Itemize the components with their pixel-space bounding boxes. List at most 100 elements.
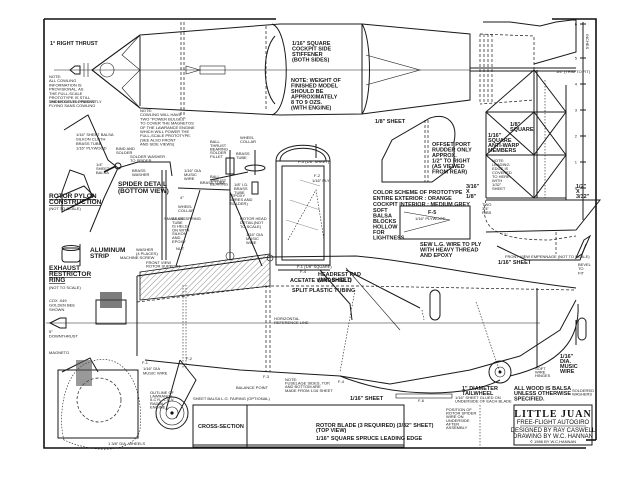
rotor-pylon-detail	[55, 114, 173, 233]
f5-plywood-part	[399, 205, 471, 240]
glued-note-line: UNDERSIDE OF EACH BLADE	[455, 399, 512, 404]
propeller-spinner-side	[48, 317, 67, 329]
anti-warp-line: ANTI-WARP	[488, 143, 519, 149]
all-wood-line: SPECIFIED.	[514, 396, 545, 402]
machine-screw-label: MACHINE SCREW	[120, 255, 155, 260]
tailwheel-line: 1" DIAMETER	[462, 386, 498, 392]
pylon-music-wire-line: 1/16" DIA	[184, 168, 201, 173]
soft-wire-line: SOFT	[535, 366, 546, 371]
rudder-offset-line: FROM REAR)	[432, 170, 467, 176]
brass-tube2-label: BRASS TUBE	[200, 180, 226, 185]
f6-part	[395, 393, 453, 399]
spider-position-line: WIRE ON	[446, 414, 464, 419]
covered-note-line: WITH	[492, 178, 502, 183]
right-thrust-label: 1° RIGHT THRUST	[50, 41, 98, 47]
horizontal-ref-line: HORIZONTAL	[274, 316, 300, 321]
f3-label: F-3 (1/8" SHEET)	[298, 159, 330, 164]
epoxy-line: WIRES AND	[230, 197, 253, 202]
headrest-line: HEADREST PAD	[318, 272, 361, 278]
designer-credit: DESIGNED BY RAY CASWELL	[511, 428, 596, 434]
rudder-offset-line: APPROX.	[432, 153, 457, 159]
rotor-music-wire-line: 1/16" DIA	[246, 232, 263, 237]
solder-washer-line: SOLDER WASHER	[130, 154, 165, 159]
cockpit-stiffener-line: 1/16" SQUARE	[292, 41, 331, 47]
lawrance-outline-line: RADIAL	[150, 401, 165, 406]
cowl-bulges-line: TO COVER THE MAGNETOS	[140, 121, 194, 126]
soft-balsa-line: FOR	[373, 230, 385, 236]
side-music-wire-line: MUSIC WIRE	[143, 371, 168, 376]
weight-note-line: FINISHED MODEL	[291, 84, 339, 90]
rudder-offset-line: OFFSET PORT	[432, 142, 471, 148]
scale-tick-label: 6	[575, 22, 578, 27]
covered-note-line: COVERED	[492, 170, 512, 175]
bevel-line: FIT	[578, 270, 585, 275]
rudder-square-line: SQUARE	[510, 127, 534, 133]
wheel-collar-line: COLLAR	[240, 139, 256, 144]
brass-tube-line: TUBE	[236, 155, 247, 160]
solder-washer-line: TO SPIDER	[130, 158, 152, 163]
brass-held-line: BRASS	[172, 216, 186, 221]
weight-note-line: NOTE: WEIGHT OF	[291, 78, 341, 84]
scale-tick-label: 0	[575, 186, 578, 191]
brass-held-line: AND	[172, 235, 181, 240]
pylon-item-line: 1/16" PLYWOOD	[76, 146, 107, 151]
plan-title: LITTLE JUAN	[514, 409, 591, 420]
id-brass-line: 1/8" I.D.	[234, 182, 248, 187]
cowl-note-line: UNDER DEVELOPMENT	[49, 99, 95, 104]
scale-tick-label: 5	[575, 56, 578, 61]
tail-wire-line: MUSIC	[560, 364, 578, 370]
rotor-music-wire-line: MUSIC	[246, 236, 259, 241]
tail-structure	[484, 69, 602, 261]
dim-2-label: 2"	[504, 232, 508, 237]
rotor-head-title-line: TO SCALE)	[240, 224, 262, 229]
bevel-line: TO	[578, 266, 583, 271]
wheel-collar2-line: COLLAR	[178, 208, 194, 213]
exhaust-title-line: RESTRICTOR	[49, 271, 91, 278]
anti-warp-line: 1/16"	[488, 133, 502, 139]
fuselage-note-line: FUSELAGE SIDES, TOP,	[285, 381, 330, 386]
id-brass-line: BRASS	[234, 186, 248, 191]
pylon-item-line: 1/16" SHEET BALSA	[76, 132, 114, 137]
trim-note: 1/4" (TRIM TO FIT)	[556, 69, 591, 74]
covered-note-line: LEADING	[492, 162, 510, 167]
pylon-balsa-line: SHEET	[96, 166, 110, 171]
balance-point-label: BALANCE POINT	[236, 385, 269, 390]
brass-held-line: IS HELD	[172, 224, 188, 229]
rotor-blade-label: ROTOR BLADE (3 REQUIRED) (3/32" SHEET)	[316, 423, 434, 429]
rudder-offset-line: RUDDER ONLY	[432, 148, 472, 154]
empennage-label: FRONT VIEW EMPENNAGE (NOT TO SCALE)	[505, 254, 590, 259]
spider-position-line: AFTER	[446, 421, 459, 426]
soft-balsa-line: SOFT	[373, 208, 388, 214]
weight-note-line: SHOULD BE	[291, 89, 324, 95]
side-f2-label: F-2	[186, 356, 193, 361]
rotor-blade-top-view: (TOP VIEW)	[316, 428, 347, 434]
exhaust-not-to-scale: (NOT TO SCALE)	[49, 285, 81, 290]
cowl-bulges-line: TWO "POWER BULGES"	[140, 116, 186, 121]
cowl-note-line: THE FULL-SCALE	[49, 91, 83, 96]
lawrance-outline-line: 5-CYL. L.C.V.	[150, 397, 174, 402]
spider-position-line: POSITION OF	[446, 407, 472, 412]
scale-tick-label: 3	[575, 108, 578, 113]
brass-held-line: SILKON	[172, 231, 187, 236]
cowl-bulges-line: WHICH WILL POWER THE	[140, 129, 189, 134]
rudder-offset-line: (AS VIEWED	[432, 164, 465, 170]
spider-detail-title: SPIDER DETAIL	[118, 181, 167, 188]
dim-right-line: 3/32"	[576, 194, 590, 200]
brass-tube-line: BRASS	[236, 151, 250, 156]
rotor-wheel-side	[429, 289, 441, 321]
rotor-head-title-line: ROTOR HEAD	[240, 216, 267, 221]
pylon-item-line: SILKON CLOTH	[76, 137, 105, 142]
rotor-blade-box	[192, 404, 405, 448]
side-f4-label: F-4	[338, 379, 345, 384]
cox-engine-line: SHOWN	[49, 307, 64, 312]
pylon-balsa-line: 1/4"	[96, 162, 104, 167]
f5-label: F-5	[428, 210, 436, 216]
exhaust-title-line: EXHAUST	[49, 265, 80, 272]
f2-label: F-2	[314, 173, 321, 178]
two-ribs-line: TWO	[482, 202, 491, 207]
cockpit-stiffener-line: (BOTH SIDES)	[292, 58, 329, 64]
exhaust-ring-detail	[61, 244, 81, 266]
scale-tick-label: 4	[575, 82, 578, 87]
small-oil-spring: SMALL OIL SPRING	[164, 216, 201, 221]
